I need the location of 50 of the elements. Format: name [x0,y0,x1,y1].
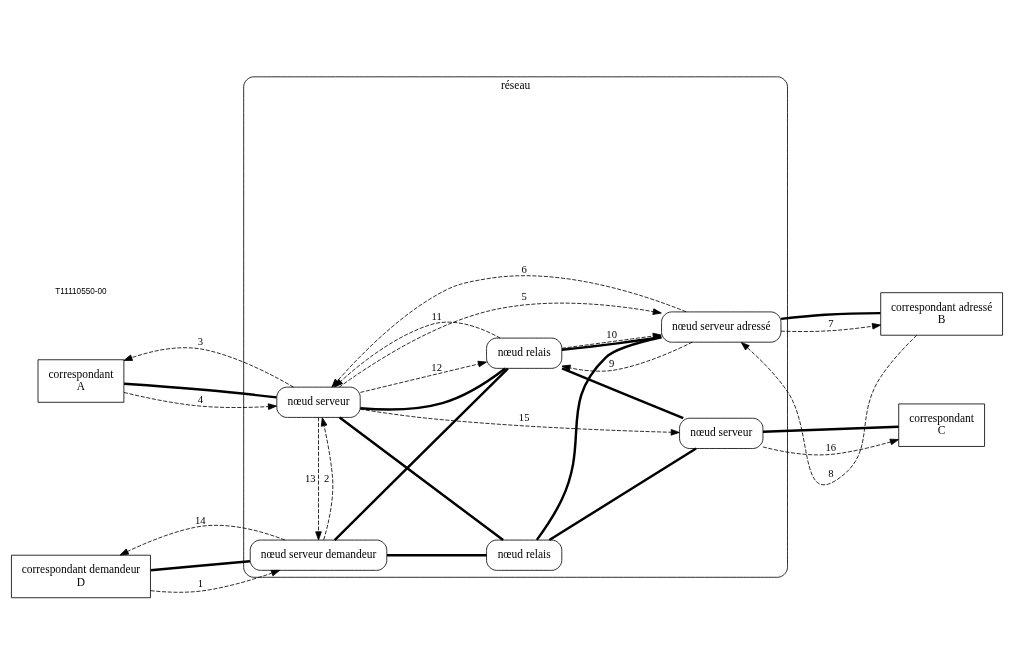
edge-label: 5 [521,291,527,303]
arrow [315,417,322,541]
connector [360,367,506,411]
node-box: correspondant demandeur D [11,554,151,599]
edge-label: 9 [609,357,615,369]
arrow [119,524,286,556]
arrow [780,323,882,332]
edge-label: 8 [828,468,834,480]
arrow [320,417,334,541]
node-box: correspondant A [37,359,125,403]
edge-label: 3 [197,336,203,348]
arrow [123,347,294,388]
arrow [359,360,487,393]
connector [762,425,899,434]
edge-label: 2 [324,472,330,484]
node-box: nœud serveur adressé [661,311,782,343]
edge-label: 15 [518,411,530,423]
edge-label: 14 [195,514,206,526]
connector [561,367,684,420]
connector [338,416,504,542]
edge-label: 7 [828,318,834,330]
connector [548,447,697,542]
label: T11110550-00 [55,286,107,296]
edge-label: 10 [606,329,617,341]
connector [780,311,881,321]
arrow [123,392,277,410]
arrow [338,302,662,388]
connector [535,336,662,541]
arrow [150,569,281,593]
edge-label: 12 [431,361,442,373]
node-box: correspondant C [898,403,985,447]
edge-label: 1 [197,578,203,590]
arrow [359,408,680,436]
arrow [561,341,693,372]
connector [150,560,251,572]
node-box: nœud serveur demandeur [249,539,388,571]
node-box: nœud relais [486,337,563,369]
connector [387,554,487,557]
edge-label: 16 [825,441,837,453]
arrow [762,438,899,456]
node-box: correspondant adressé B [880,292,1003,336]
edge-label: 6 [521,264,527,276]
edge-label: 11 [431,311,442,323]
node-box: nœud serveur [679,417,764,449]
edge-label: 4 [197,393,203,405]
edge-label: 13 [305,472,316,484]
arrow [740,334,918,485]
node-box: nœud relais [486,539,563,571]
node-box: nœud serveur [276,386,361,418]
connector [124,382,277,399]
